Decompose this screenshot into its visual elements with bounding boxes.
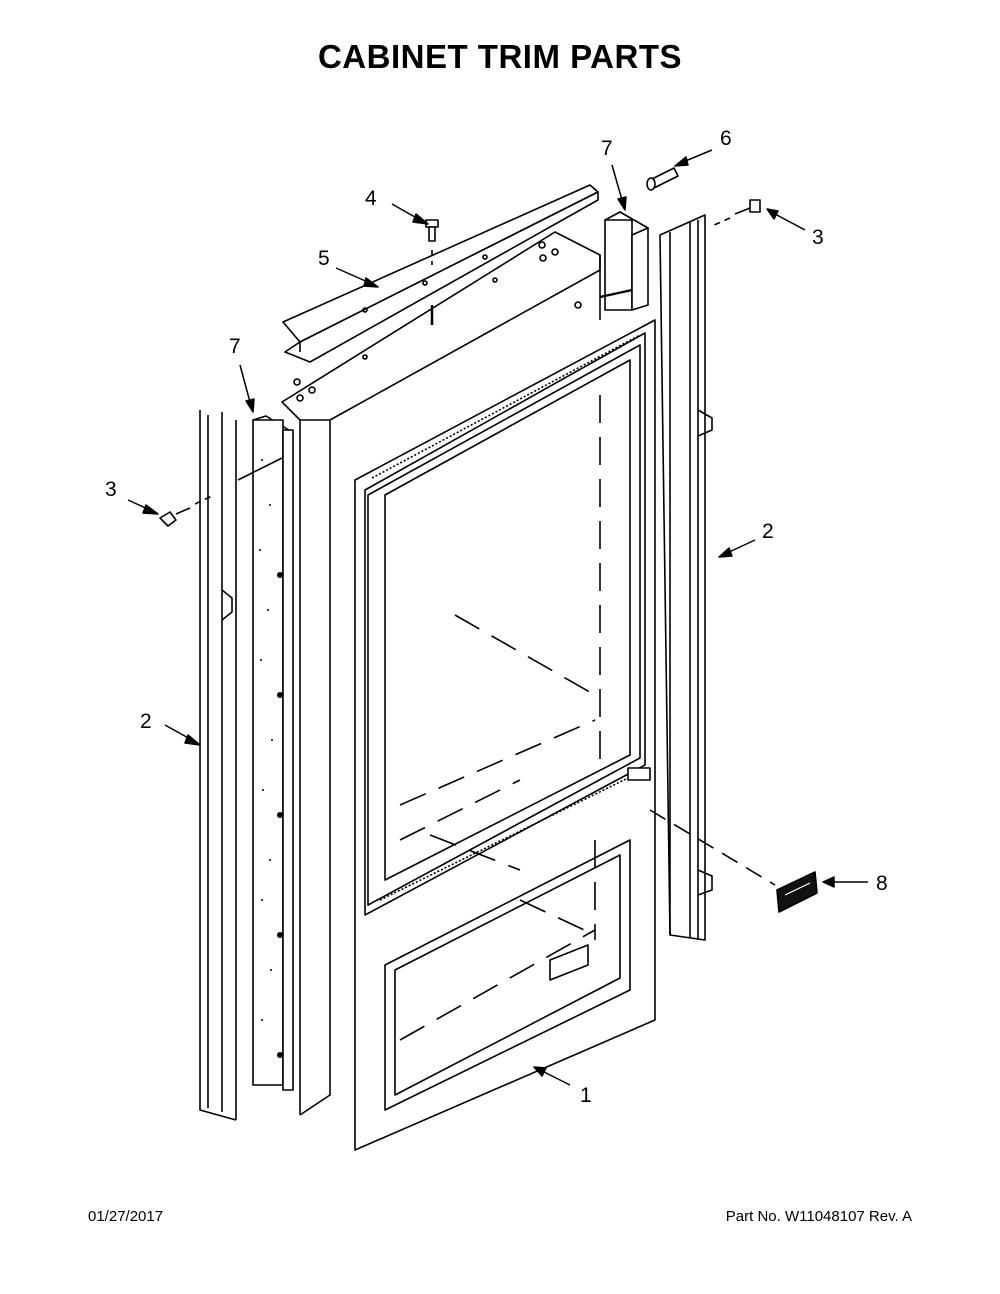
- spacer-left: [252, 415, 294, 1091]
- callout-spacer-right: 7: [601, 137, 613, 160]
- interior-guides: [399, 395, 601, 1041]
- footer-date: 01/27/2017: [88, 1208, 164, 1225]
- callout-side-trim-left: 2: [140, 710, 152, 733]
- badge: [649, 809, 818, 913]
- interior-tab: [549, 944, 589, 981]
- callout-screw-left: 3: [105, 478, 117, 501]
- plug: [646, 167, 679, 191]
- callout-spacer-left: 7: [229, 335, 241, 358]
- callout-top-bracket: 5: [318, 247, 330, 270]
- top-bracket: [282, 184, 599, 363]
- side-trim-right: [659, 214, 713, 941]
- callout-plug: 6: [720, 127, 732, 150]
- spacer-right: [599, 211, 649, 311]
- side-trim-left: [199, 410, 237, 1121]
- callout-side-trim-right: 2: [762, 520, 774, 543]
- page-title: CABINET TRIM PARTS: [317, 38, 683, 75]
- leader-arrows: [127, 149, 868, 1086]
- callout-door-panel: 1: [580, 1084, 592, 1107]
- cabinet-body: [281, 231, 601, 1116]
- screw-left: [159, 457, 283, 527]
- footer-part-number: Part No. W11048107 Rev. A: [725, 1208, 912, 1225]
- callout-top-screw: 4: [365, 187, 377, 210]
- door-frame: [354, 319, 656, 1151]
- callout-badge: 8: [876, 872, 888, 895]
- callout-screw-right: 3: [812, 226, 824, 249]
- screw-right: [711, 199, 761, 227]
